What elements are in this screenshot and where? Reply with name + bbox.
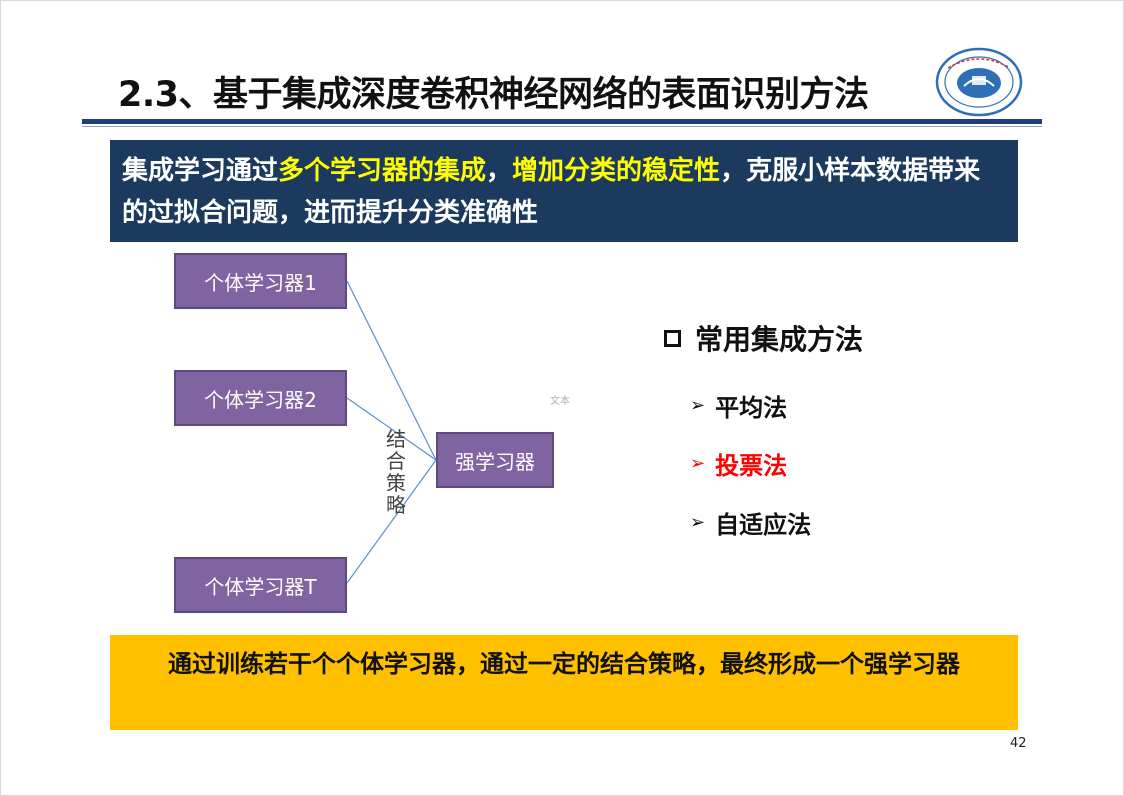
intro-highlight-stability: 增加分类的稳定性 [512, 156, 721, 186]
page-number: 42 [1010, 736, 1027, 751]
individual-learner-t: 个体学习器T [174, 557, 347, 613]
method-label: 自适应法 [715, 511, 812, 539]
intro-text-part1: 集成学习通过 [122, 156, 279, 186]
method-label: 平均法 [715, 394, 788, 422]
university-seal-icon [935, 47, 1023, 117]
summary-box: 通过训练若干个个体学习器，通过一定的结合策略，最终形成一个强学习器 [110, 635, 1018, 730]
checkbox-icon [664, 329, 681, 347]
intro-highlight-ensemble: 多个学习器的集成 [278, 156, 487, 186]
summary-text: 通过训练若干个个体学习器，通过一定的结合策略，最终形成一个强学习器 [168, 650, 960, 678]
slide-title: 2.3、基于集成深度卷积神经网络的表面识别方法 [118, 75, 869, 115]
arrow-bullet-icon: ➢ [690, 395, 706, 416]
watermark: 文本 [550, 396, 570, 407]
strong-learner: 强学习器 [436, 432, 554, 488]
method-label: 投票法 [715, 452, 788, 480]
intro-box: 集成学习通过多个学习器的集成，增加分类的稳定性，克服小样本数据带来的过拟合问题，… [110, 140, 1018, 242]
combination-strategy-label: 结合策略 [386, 427, 406, 517]
method-item-average: ➢ 平均法 [690, 388, 787, 423]
methods-heading: 常用集成方法 [664, 318, 863, 358]
title-rule [82, 119, 1042, 124]
individual-learner-1: 个体学习器1 [174, 253, 347, 309]
intro-text-part2: ，克服小样本数据带来的过拟合问题，进而提升分类准确性 [122, 156, 981, 228]
connector-learner-2 [346, 397, 437, 461]
method-item-voting: ➢ 投票法 [690, 446, 787, 481]
connector-learner-t [346, 459, 437, 584]
connector-learner-1 [346, 280, 437, 461]
arrow-bullet-icon: ➢ [690, 453, 706, 474]
title-rule-thin [82, 126, 1042, 127]
arrow-bullet-icon: ➢ [690, 512, 706, 533]
methods-heading-text: 常用集成方法 [695, 323, 864, 356]
intro-separator: ， [486, 156, 513, 186]
individual-learner-2: 个体学习器2 [174, 370, 347, 426]
method-item-adaptive: ➢ 自适应法 [690, 505, 811, 540]
